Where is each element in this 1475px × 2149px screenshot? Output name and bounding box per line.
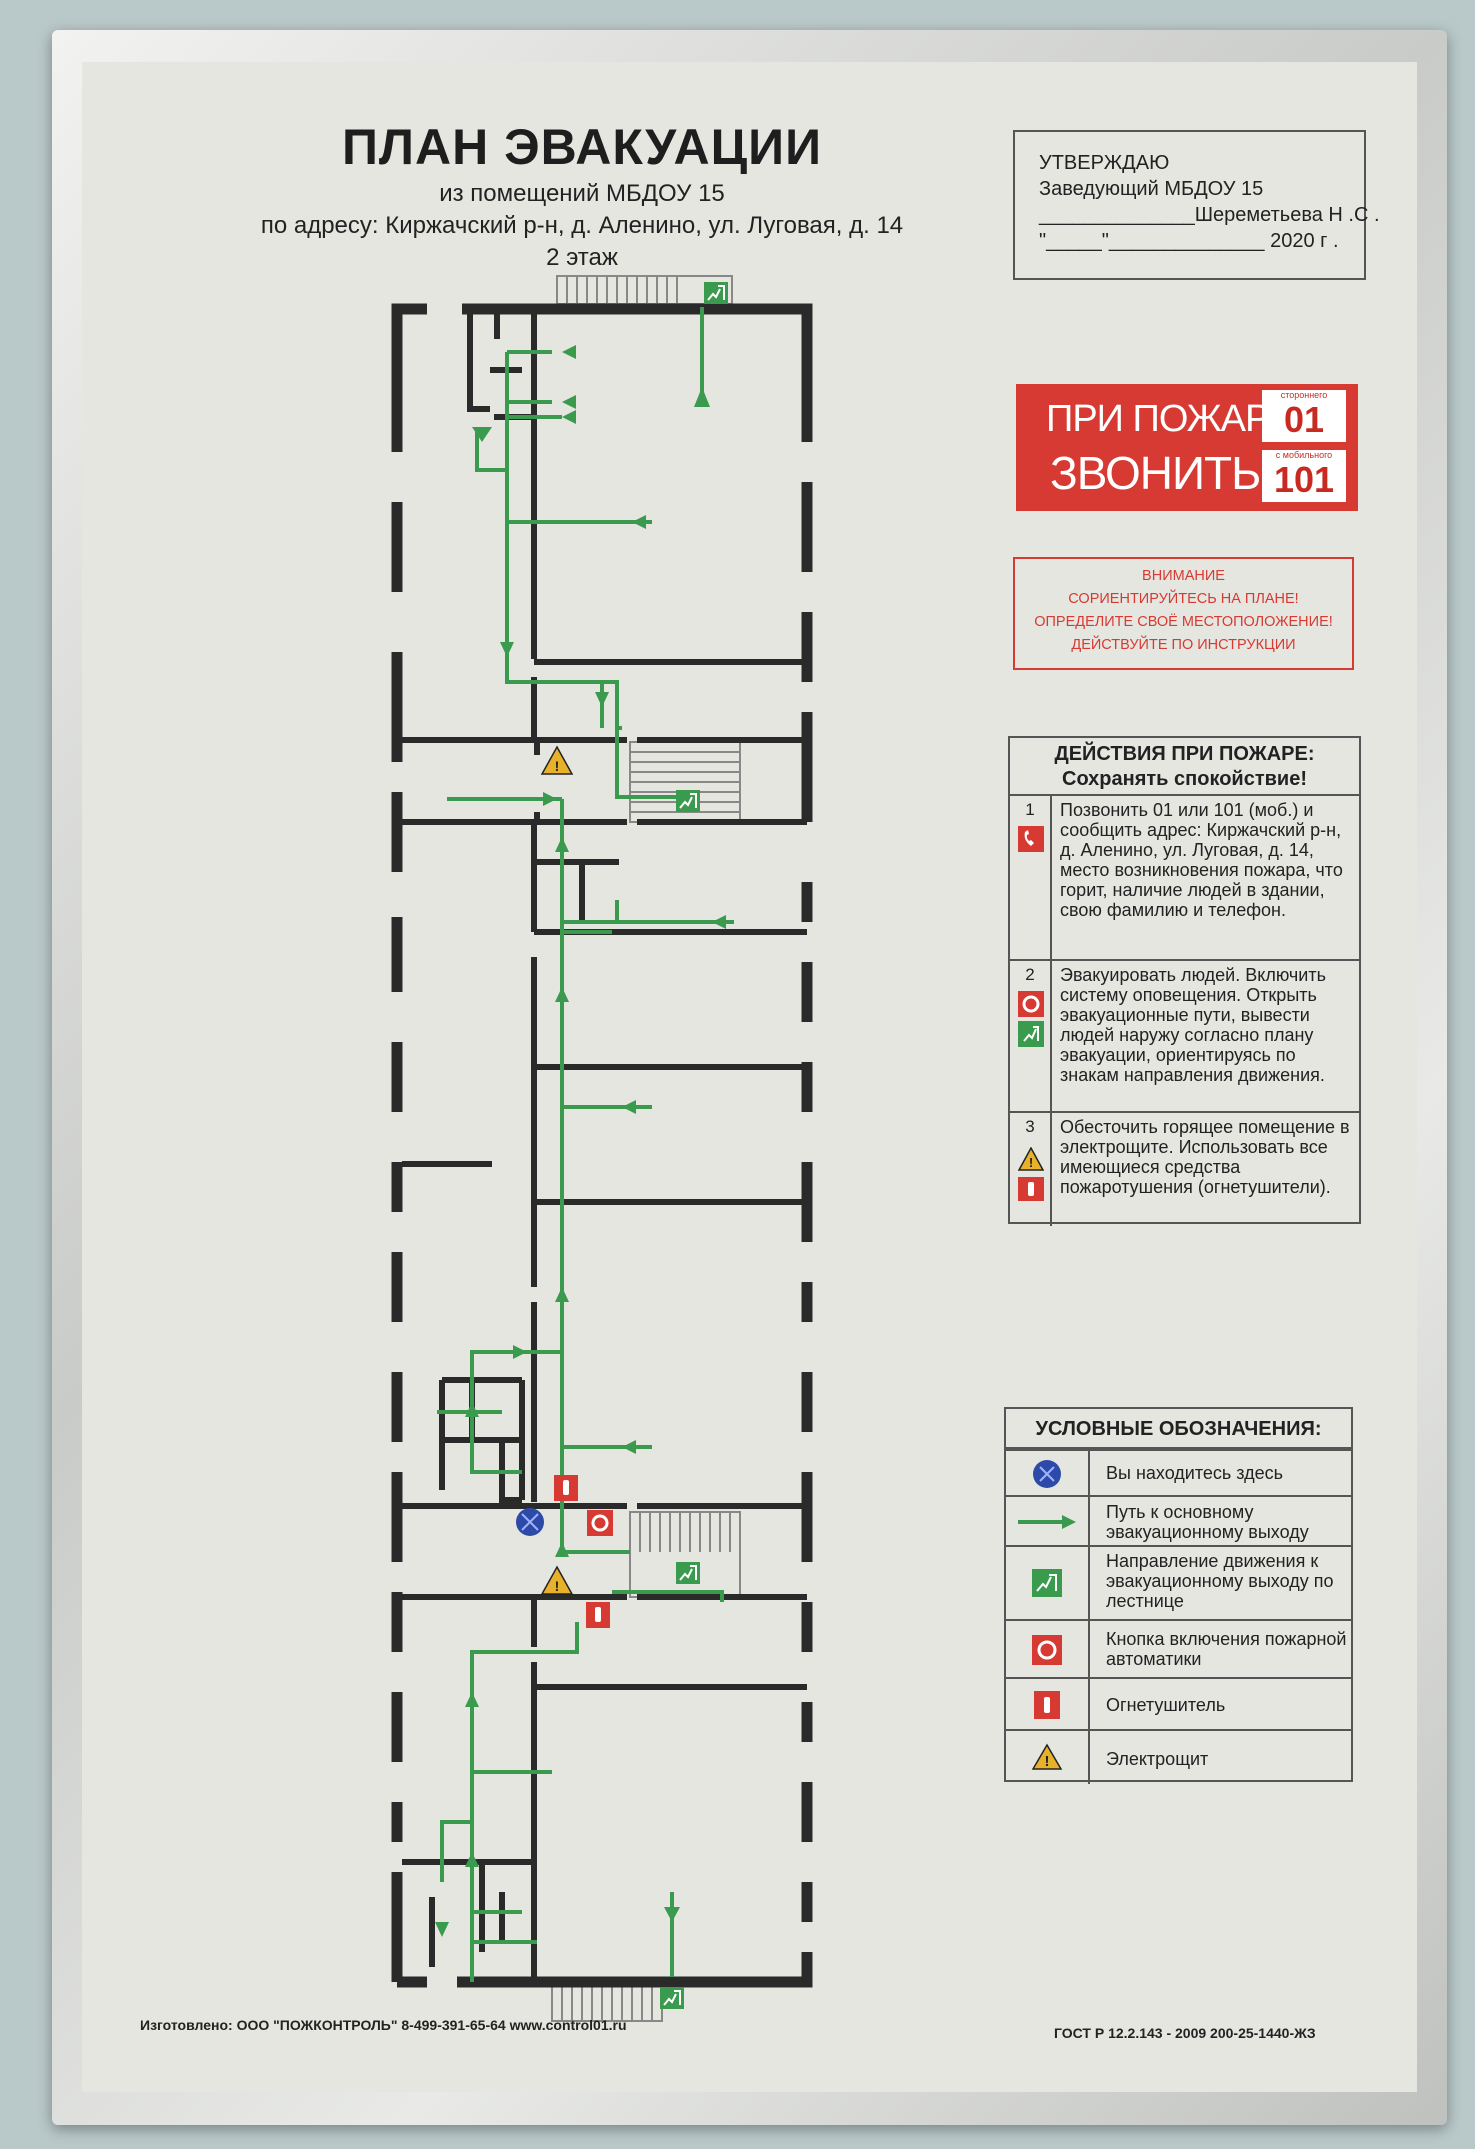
- fire-call-line2: ЗВОНИТЬ: [1050, 447, 1261, 499]
- stair-exit-sign-icon: [660, 1987, 684, 2009]
- attention-box: ВНИМАНИЕ СОРИЕНТИРУЙТЕСЬ НА ПЛАНЕ! ОПРЕД…: [1013, 557, 1354, 670]
- svg-text:!: !: [555, 758, 560, 774]
- action-row-1: 1 Позвонить 01 или 101 (моб.) и сообщить…: [1010, 794, 1359, 959]
- fire-actions-header: ДЕЙСТВИЯ ПРИ ПОЖАРЕ: Сохранять спокойств…: [1010, 738, 1359, 796]
- action-text: Эвакуировать людей. Включить систему опо…: [1060, 965, 1326, 1085]
- extinguisher-icon: [1034, 1691, 1060, 1719]
- action-text: Обесточить горящее помещение в электрощи…: [1060, 1117, 1350, 1197]
- legend-row: Вы находитесь здесь: [1006, 1447, 1351, 1495]
- subtitle-address: по адресу: Киржачский р-н, д. Аленино, у…: [260, 212, 904, 239]
- extinguisher-icon: [554, 1475, 578, 1501]
- extinguisher-icon: [1018, 1177, 1044, 1201]
- approval-position: Заведующий МБДОУ 15: [1039, 178, 1264, 200]
- subtitle-premises: из помещений МБДОУ 15: [439, 180, 725, 207]
- legend-label: Электрощит: [1106, 1749, 1209, 1769]
- path-arrows: [435, 345, 726, 1937]
- legend-label: Путь к основному эвакуационному выходу: [1106, 1502, 1309, 1542]
- mobile-number: 101: [1273, 459, 1335, 500]
- you-are-here-icon: [516, 1508, 544, 1536]
- you-are-here-icon: [1033, 1460, 1061, 1488]
- interior-walls: [397, 309, 807, 1982]
- stair-exit-sign-icon: [676, 790, 700, 812]
- floor-plan: ! !: [390, 275, 814, 2022]
- fire-alarm-button-icon: [1032, 1635, 1062, 1665]
- approval-date: "_____"______________ 2020 г .: [1039, 230, 1339, 252]
- electrical-panel-icon: !: [1032, 1743, 1062, 1770]
- legend-label: Направление движения к эвакуационному вы…: [1106, 1551, 1334, 1611]
- legend-label: Огнетушитель: [1106, 1695, 1226, 1715]
- fire-alarm-button-icon: [587, 1510, 613, 1536]
- approval-block: УТВЕРЖДАЮ Заведующий МБДОУ 15 __________…: [1013, 130, 1380, 280]
- electrical-panel-icon: !: [540, 1565, 574, 1595]
- attention-line4: ДЕЙСТВУЙТЕ ПО ИНСТРУКЦИИ: [1071, 637, 1296, 653]
- alarm-button-icon: [1018, 991, 1044, 1017]
- legend-label: Вы находитесь здесь: [1106, 1463, 1284, 1483]
- attention-line1: ВНИМАНИЕ: [1142, 568, 1225, 584]
- svg-text:!: !: [1029, 1155, 1033, 1170]
- fire-call-line1: ПРИ ПОЖАРЕ: [1046, 398, 1295, 440]
- legend-title: УСЛОВНЫЕ ОБОЗНАЧЕНИЯ:: [1006, 1409, 1351, 1451]
- action-number: 1: [1010, 796, 1052, 959]
- map-symbols: ! !: [516, 282, 728, 2009]
- fire-call-sign: ПРИ ПОЖАРЕ ЗВОНИТЬ стороннего 01 с мобил…: [1016, 384, 1358, 511]
- extinguisher-icon: [586, 1602, 610, 1628]
- manufacturer-line: Изготовлено: ООО "ПОЖКОНТРОЛЬ" 8-499-391…: [140, 2017, 627, 2033]
- gost-line: ГОСТ Р 12.2.143 - 2009 200-25-1440-ЖЗ: [1054, 2025, 1316, 2041]
- page-title: ПЛАН ЭВАКУАЦИИ: [341, 119, 823, 175]
- electrical-panel-icon: !: [1018, 1147, 1044, 1171]
- mobile-number-box: с мобильного 101: [1262, 450, 1346, 502]
- action-number: 3: [1010, 1113, 1052, 1226]
- attention-line3: ОПРЕДЕЛИТЕ СВОЁ МЕСТОПОЛОЖЕНИЕ!: [1034, 614, 1333, 630]
- legend-box: УСЛОВНЫЕ ОБОЗНАЧЕНИЯ: Вы находитесь здес…: [1004, 1407, 1353, 1784]
- stairwells: [551, 275, 741, 2022]
- legend-row: Направление движения к эвакуационному вы…: [1006, 1545, 1351, 1619]
- outer-wall: [391, 303, 813, 1988]
- electrical-panel-icon: !: [540, 745, 574, 775]
- approval-heading: УТВЕРЖДАЮ: [1039, 152, 1170, 174]
- fire-actions-title: ДЕЙСТВИЯ ПРИ ПОЖАРЕ:: [1054, 743, 1315, 765]
- stair-exit-sign-icon: [704, 282, 728, 304]
- stair-exit-sign-icon: [1032, 1569, 1062, 1597]
- phone-icon: [1018, 826, 1044, 852]
- stair-bottom: [551, 1984, 663, 2022]
- evacuation-paths: [437, 307, 734, 1982]
- fire-actions-subtitle: Сохранять спокойствие!: [1062, 768, 1307, 790]
- exit-runner-icon: [1018, 1021, 1044, 1047]
- attention-line2: СОРИЕНТИРУЙТЕСЬ НА ПЛАНЕ!: [1068, 591, 1299, 607]
- legend-row: ! Электрощит: [1006, 1729, 1351, 1784]
- evacuation-plan-poster: ПЛАН ЭВАКУАЦИИ из помещений МБДОУ 15 по …: [82, 62, 1417, 2092]
- building-walls: [390, 302, 814, 1989]
- legend-row: Путь к основному эвакуационному выходу: [1006, 1495, 1351, 1545]
- legend-row: Огнетушитель: [1006, 1677, 1351, 1729]
- floor-label: 2 этаж: [546, 244, 618, 271]
- approval-signature: ______________Шереметьева Н .С .: [1039, 204, 1380, 226]
- city-number: 01: [1283, 399, 1325, 440]
- legend-label: Кнопка включения пожарной автоматики: [1106, 1629, 1347, 1669]
- action-text: Позвонить 01 или 101 (моб.) и сообщить а…: [1060, 800, 1343, 920]
- evacuation-path-arrow-icon: [1018, 1515, 1076, 1529]
- fire-actions-box: ДЕЙСТВИЯ ПРИ ПОЖАРЕ: Сохранять спокойств…: [1008, 736, 1361, 1226]
- mobile-number-caption: с мобильного: [1275, 450, 1333, 460]
- svg-text:!: !: [555, 1578, 560, 1594]
- svg-text:!: !: [1045, 1753, 1050, 1770]
- action-row-3: 3 ! Обесточить горящее помещение в элект…: [1010, 1111, 1359, 1226]
- city-number-box: стороннего 01: [1262, 390, 1346, 442]
- stair-lower: [629, 1511, 741, 1598]
- action-number: 2: [1010, 961, 1052, 1111]
- city-number-caption: стороннего: [1280, 390, 1328, 400]
- action-row-2: 2 Эвакуировать людей. Включить систему о…: [1010, 959, 1359, 1111]
- legend-row: Кнопка включения пожарной автоматики: [1006, 1619, 1351, 1677]
- stair-exit-sign-icon: [676, 1562, 700, 1584]
